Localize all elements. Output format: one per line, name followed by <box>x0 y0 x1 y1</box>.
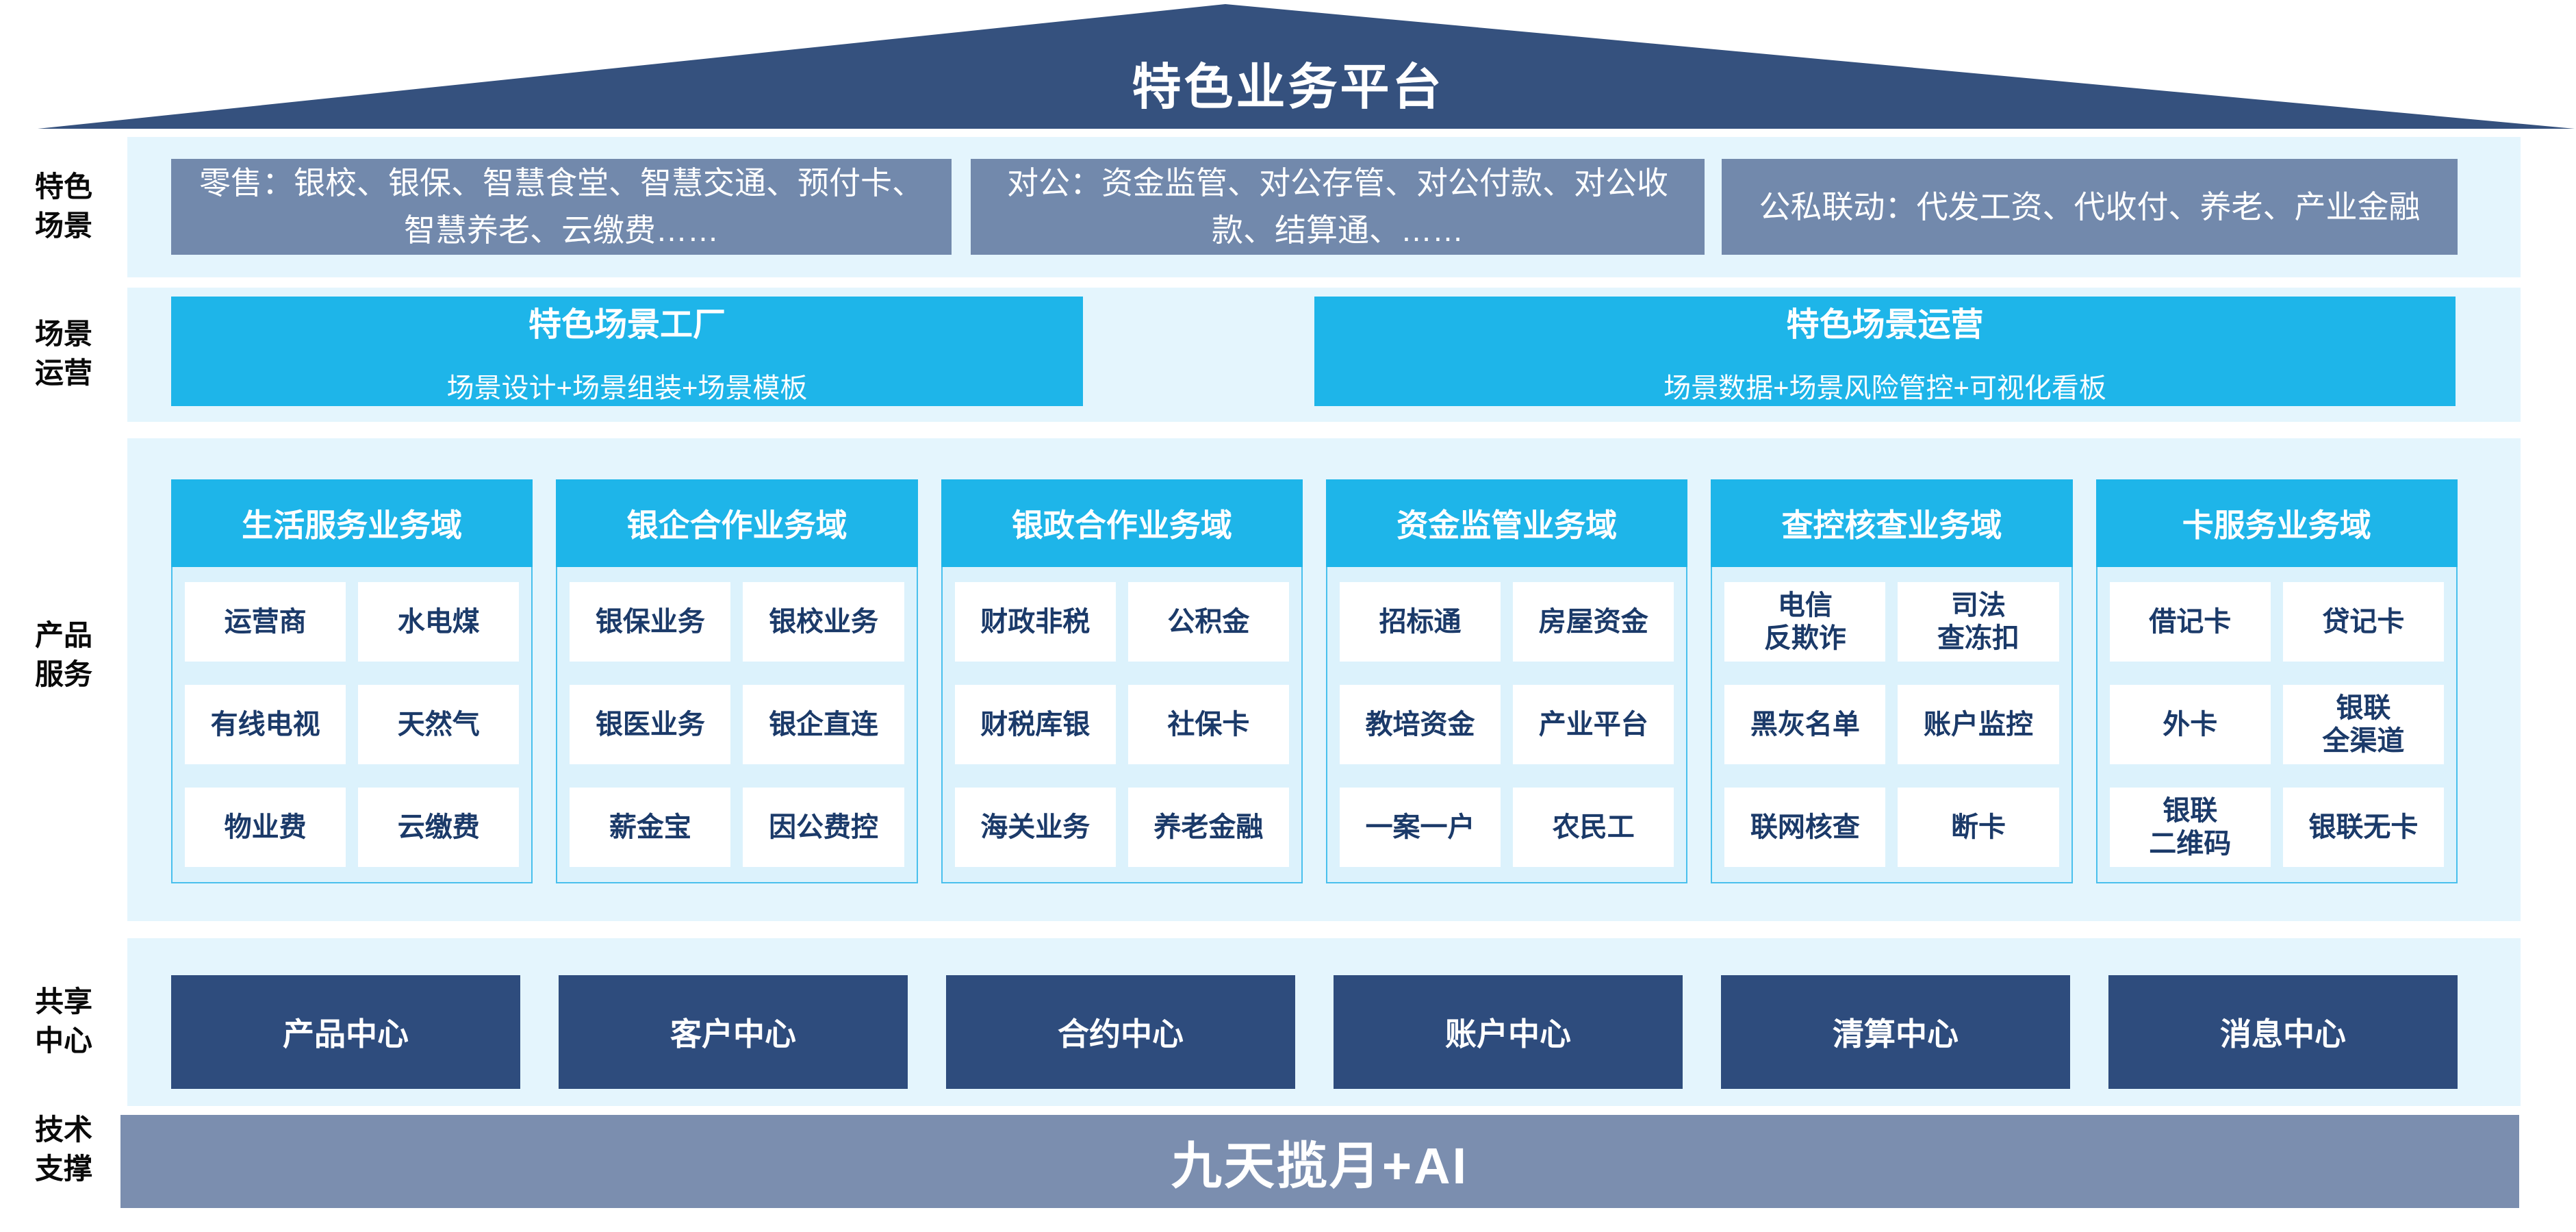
domain-body: 银保业务 银校业务 银医业务 银企直连 薪金宝 因公费控 <box>556 567 918 883</box>
product-item: 有线电视 <box>185 685 346 764</box>
domain-fund-supervision: 资金监管业务域 招标通 房屋资金 教培资金 产业平台 一案一户 农民工 <box>1325 479 1688 883</box>
scene-box-retail: 零售：银校、银保、智慧食堂、智慧交通、预付卡、智慧养老、云缴费…… <box>171 159 952 255</box>
row-label-products: 产品 服务 <box>34 619 92 690</box>
product-item: 产业平台 <box>1513 685 1674 764</box>
product-item: 贷记卡 <box>2282 582 2444 662</box>
product-item: 电信 反欺诈 <box>1724 582 1886 662</box>
product-item: 招标通 <box>1339 582 1501 662</box>
domain-header: 银企合作业务域 <box>556 479 918 567</box>
product-item: 财税库银 <box>954 685 1116 764</box>
product-item: 运营商 <box>185 582 346 662</box>
center-product: 产品中心 <box>171 975 520 1089</box>
product-item: 账户监控 <box>1898 685 2059 764</box>
product-item: 银企直连 <box>743 685 904 764</box>
product-item: 云缴费 <box>358 788 520 867</box>
product-item: 银保业务 <box>570 582 731 662</box>
product-item: 银联 全渠道 <box>2282 685 2444 764</box>
center-customer: 客户中心 <box>559 975 908 1089</box>
product-item: 黑灰名单 <box>1724 685 1886 764</box>
center-contract: 合约中心 <box>946 975 1295 1089</box>
domain-body: 借记卡 贷记卡 外卡 银联 全渠道 银联 二维码 银联无卡 <box>2095 567 2458 883</box>
product-item: 财政非税 <box>954 582 1116 662</box>
product-item: 外卡 <box>2109 685 2271 764</box>
domain-card-services: 卡服务业务域 借记卡 贷记卡 外卡 银联 全渠道 银联 二维码 银联无卡 <box>2095 479 2458 883</box>
product-item: 断卡 <box>1898 788 2059 867</box>
product-item: 教培资金 <box>1339 685 1501 764</box>
domain-body: 运营商 水电煤 有线电视 天然气 物业费 云缴费 <box>171 567 533 883</box>
diagram-title: 特色业务平台 <box>1132 60 1444 115</box>
row-label-scenes: 特色 场景 <box>34 171 92 242</box>
product-item: 借记卡 <box>2109 582 2271 662</box>
scene-factory-title: 特色场景工厂 <box>528 307 726 343</box>
scene-box-linkage: 公私联动：代发工资、代收付、养老、产业金融 <box>1722 159 2458 255</box>
row-label-tech: 技术 支撑 <box>34 1114 92 1185</box>
roof-shape <box>38 4 2575 129</box>
domain-bank-government: 银政合作业务域 财政非税 公积金 财税库银 社保卡 海关业务 养老金融 <box>941 479 1303 883</box>
product-item: 联网核查 <box>1724 788 1886 867</box>
domain-header: 银政合作业务域 <box>941 479 1303 567</box>
domain-bank-enterprise: 银企合作业务域 银保业务 银校业务 银医业务 银企直连 薪金宝 因公费控 <box>556 479 918 883</box>
row-label-operation: 场景 运营 <box>34 318 92 389</box>
scene-operation-box: 特色场景运营 场景数据+场景风险管控+可视化看板 <box>1314 297 2456 406</box>
product-item: 一案一户 <box>1339 788 1501 867</box>
center-account: 账户中心 <box>1334 975 1683 1089</box>
domain-body: 招标通 房屋资金 教培资金 产业平台 一案一户 农民工 <box>1325 567 1688 883</box>
scene-box-corporate: 对公：资金监管、对公存管、对公付款、对公收款、结算通、…… <box>971 159 1705 255</box>
product-item: 司法 查冻扣 <box>1898 582 2059 662</box>
scene-operation-subtitle: 场景数据+场景风险管控+可视化看板 <box>1663 373 2106 403</box>
tech-support-bar: 九天揽月+AI <box>120 1115 2519 1208</box>
center-message: 消息中心 <box>2108 975 2458 1089</box>
domain-inquiry-verification: 查控核查业务域 电信 反欺诈 司法 查冻扣 黑灰名单 账户监控 联网核查 断卡 <box>1711 479 2073 883</box>
scene-factory-subtitle: 场景设计+场景组装+场景模板 <box>446 373 808 403</box>
shared-centers: 产品中心 客户中心 合约中心 账户中心 清算中心 消息中心 <box>171 975 2458 1089</box>
product-item: 银联 二维码 <box>2109 788 2271 867</box>
domain-header: 生活服务业务域 <box>171 479 533 567</box>
product-item: 天然气 <box>358 685 520 764</box>
product-item: 水电煤 <box>358 582 520 662</box>
domain-body: 电信 反欺诈 司法 查冻扣 黑灰名单 账户监控 联网核查 断卡 <box>1711 567 2073 883</box>
product-domains: 生活服务业务域 运营商 水电煤 有线电视 天然气 物业费 云缴费 银企合作业务域… <box>171 479 2458 883</box>
scene-factory-box: 特色场景工厂 场景设计+场景组装+场景模板 <box>171 297 1083 406</box>
row-label-sharing: 共享 中心 <box>34 985 92 1057</box>
product-item: 银校业务 <box>743 582 904 662</box>
product-item: 海关业务 <box>954 788 1116 867</box>
product-item: 因公费控 <box>743 788 904 867</box>
center-clearing: 清算中心 <box>1721 975 2070 1089</box>
product-item: 公积金 <box>1127 582 1289 662</box>
product-item: 薪金宝 <box>570 788 731 867</box>
product-item: 农民工 <box>1513 788 1674 867</box>
domain-life-services: 生活服务业务域 运营商 水电煤 有线电视 天然气 物业费 云缴费 <box>171 479 533 883</box>
domain-header: 资金监管业务域 <box>1325 479 1688 567</box>
product-item: 银医业务 <box>570 685 731 764</box>
product-item: 房屋资金 <box>1513 582 1674 662</box>
product-item: 银联无卡 <box>2282 788 2444 867</box>
product-item: 养老金融 <box>1127 788 1289 867</box>
domain-header: 查控核查业务域 <box>1711 479 2073 567</box>
product-item: 物业费 <box>185 788 346 867</box>
scene-operation-title: 特色场景运营 <box>1786 307 1984 343</box>
domain-header: 卡服务业务域 <box>2095 479 2458 567</box>
domain-body: 财政非税 公积金 财税库银 社保卡 海关业务 养老金融 <box>941 567 1303 883</box>
product-item: 社保卡 <box>1127 685 1289 764</box>
roof-triangle <box>38 4 2575 129</box>
